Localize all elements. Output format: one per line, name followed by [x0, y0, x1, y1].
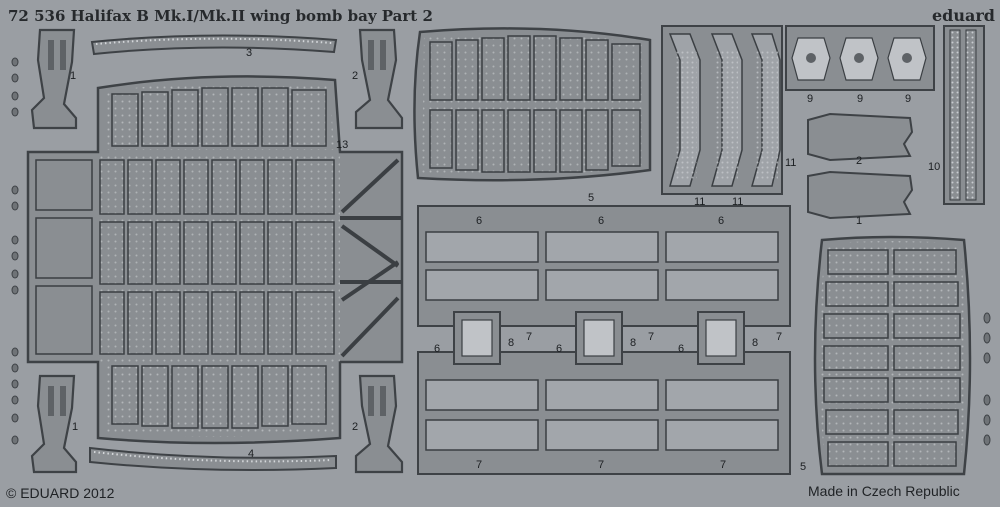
part-number-1-right: 1 — [856, 215, 862, 227]
part-number-6-top-left: 6 — [476, 215, 482, 227]
part-number-4: 4 — [248, 448, 254, 460]
part-number-7-bottom-middle: 7 — [598, 459, 604, 471]
part-number-8-right: 8 — [752, 337, 758, 349]
part-number-9-middle: 9 — [857, 93, 863, 105]
part-number-7-mid-middle: 7 — [648, 331, 654, 343]
big-left-panel — [26, 75, 404, 445]
part-number-1-top-left: 1 — [70, 70, 76, 82]
part-number-8-middle: 8 — [630, 337, 636, 349]
curved-strip-4 — [89, 446, 337, 471]
part-number-6-top-right: 6 — [718, 215, 724, 227]
part-number-3: 3 — [246, 47, 252, 59]
part-number-2-bottom: 2 — [352, 421, 358, 433]
part-number-9-left: 9 — [807, 93, 813, 105]
copyright-text: © EDUARD 2012 — [6, 485, 115, 501]
part-number-13: 13 — [336, 139, 348, 151]
part-10-strip — [943, 25, 985, 205]
part-11-strips — [661, 25, 783, 195]
part-number-7-mid-left: 7 — [526, 331, 532, 343]
part-number-6-bottom-middle: 6 — [556, 343, 562, 355]
strip-4-rivets — [93, 451, 333, 463]
bracket-holes — [48, 40, 386, 416]
part-number-1-bottom-left: 1 — [72, 421, 78, 433]
part-number-6-bottom-right: 6 — [678, 343, 684, 355]
part-number-2-right: 2 — [856, 155, 862, 167]
sprue-droplets — [11, 57, 991, 446]
top-middle-panel — [413, 27, 652, 182]
origin-text: Made in Czech Republic — [808, 483, 960, 499]
part-number-10: 10 — [928, 161, 940, 173]
bottom-right-panel — [813, 235, 972, 476]
part-number-9-right: 9 — [905, 93, 911, 105]
middle-grid-parts — [417, 205, 791, 475]
curved-strip-3 — [90, 34, 338, 56]
part-number-2-top: 2 — [352, 70, 358, 82]
fret-title: 72 536 Halifax B Mk.I/Mk.II wing bomb ba… — [8, 7, 433, 25]
part-number-5-bottom: 5 — [800, 461, 806, 473]
part-number-11-top: 11 — [785, 157, 796, 169]
part-number-labels: 1 3 2 13 9 9 9 2 10 11 11 11 5 1 6 6 6 7… — [70, 47, 940, 473]
part-number-11-left: 11 — [694, 196, 705, 208]
part-number-7-bottom-left: 7 — [476, 459, 482, 471]
part-number-7-mid-right: 7 — [776, 331, 782, 343]
part-number-6-top-middle: 6 — [598, 215, 604, 227]
part-number-7-bottom-right: 7 — [720, 459, 726, 471]
part-number-11-right: 11 — [732, 196, 743, 208]
part-9-brackets — [785, 25, 935, 91]
part-number-8-left: 8 — [508, 337, 514, 349]
part-2-right-brackets — [807, 112, 914, 220]
part-number-5-top: 5 — [588, 192, 594, 204]
part-number-6-bottom-left: 6 — [434, 343, 440, 355]
eduard-logo: eduard — [932, 6, 995, 25]
